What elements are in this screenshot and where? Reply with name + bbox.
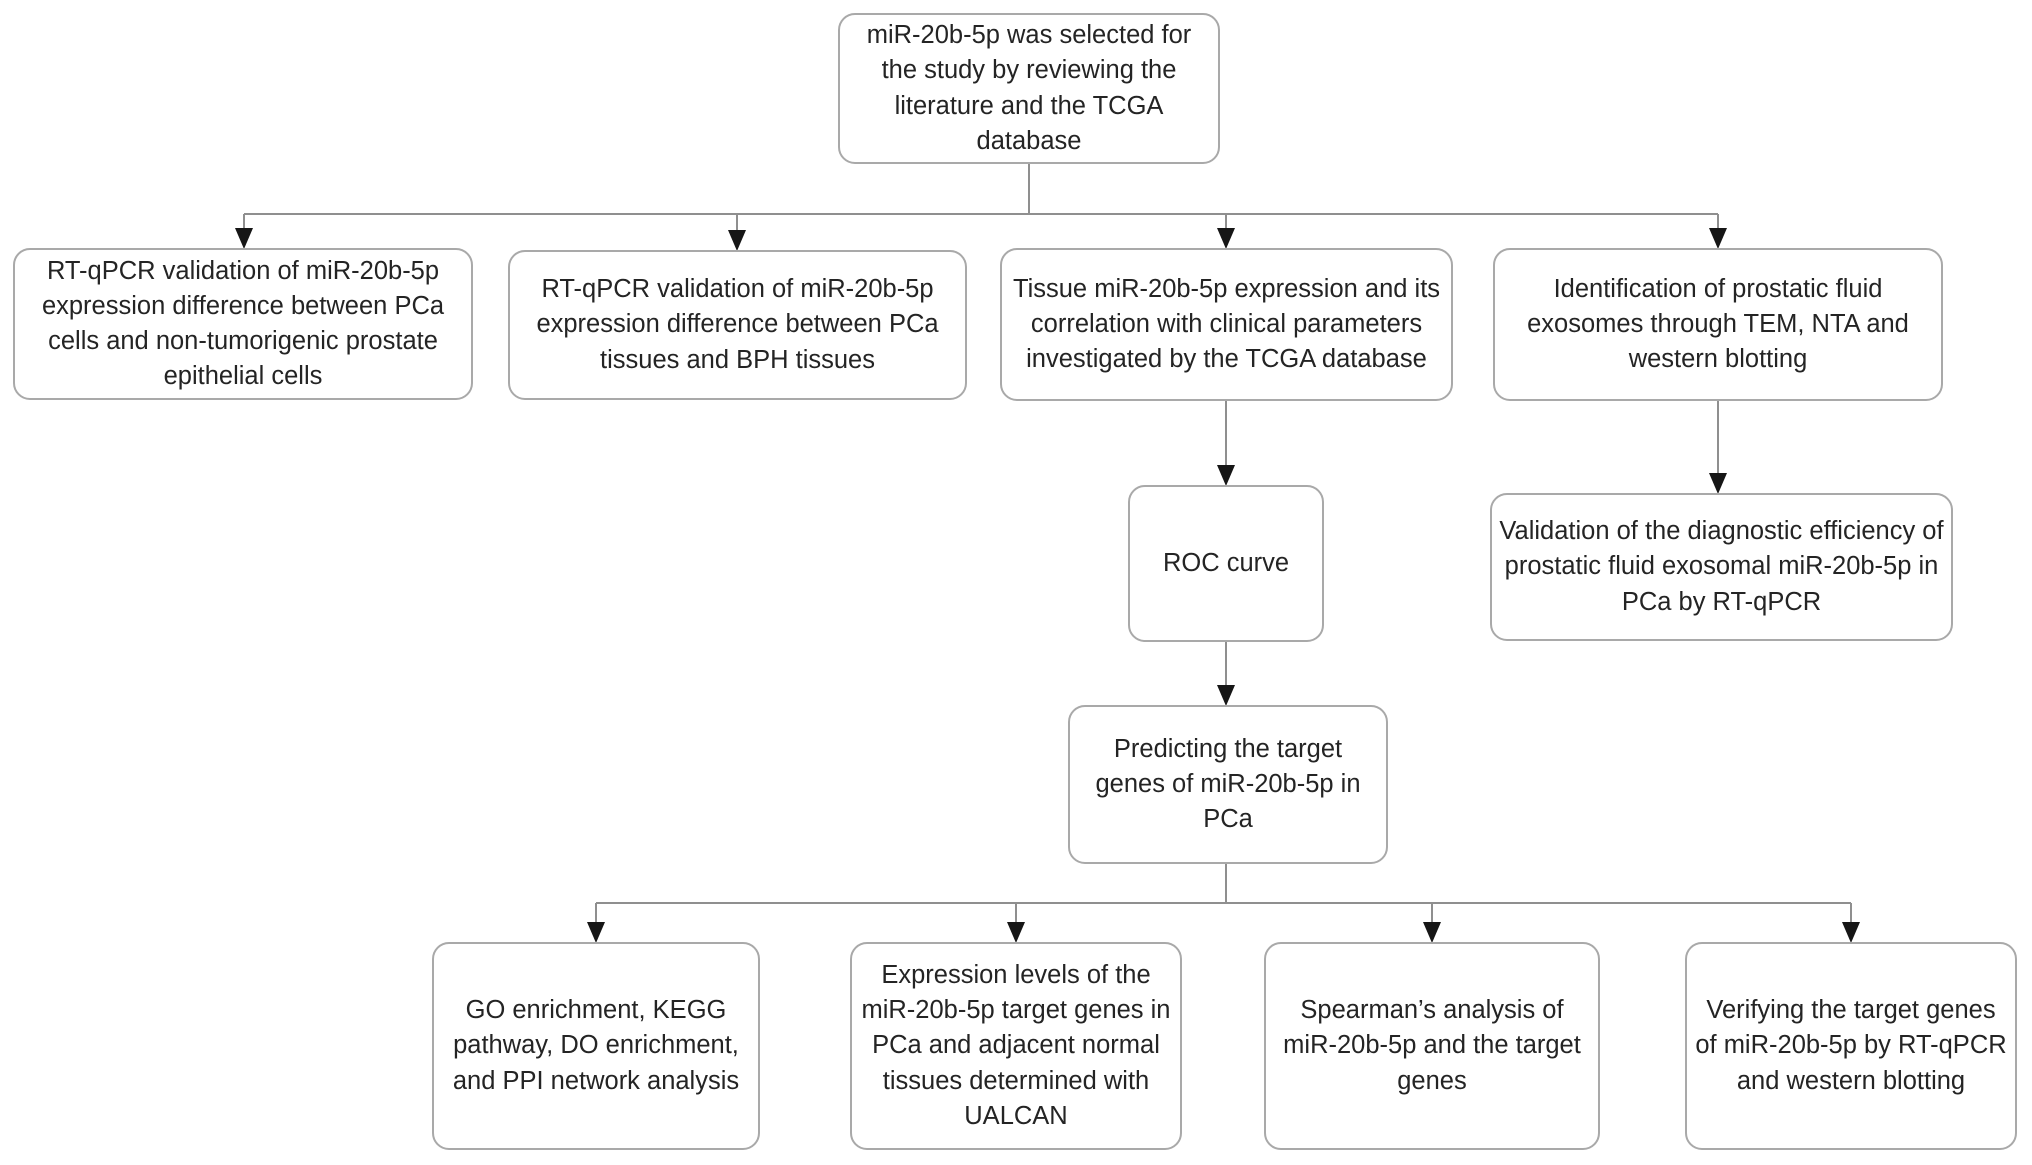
flow-node-spearman: Spearman’s analysis of miR-20b-5p and th… <box>1264 942 1600 1150</box>
arrowhead-spearman <box>1423 922 1441 943</box>
flow-node-roc-curve: ROC curve <box>1128 485 1324 642</box>
flow-node-verification: Verifying the target genes of miR-20b-5p… <box>1685 942 2017 1150</box>
flow-node-ualcan-label: Expression levels of the miR-20b-5p targ… <box>861 961 1171 1130</box>
flow-node-target-prediction-label: Predicting the target genes of miR-20b-5… <box>1095 734 1361 834</box>
flow-node-exosome-identification-label: Identification of prostatic fluid exosom… <box>1527 274 1909 374</box>
flow-node-enrichment-label: GO enrichment, KEGG pathway, DO enrichme… <box>452 996 740 1095</box>
flow-node-enrichment: GO enrichment, KEGG pathway, DO enrichme… <box>432 942 760 1150</box>
flow-node-root-label: miR-20b-5p was selected for the study by… <box>866 21 1192 155</box>
arrowhead-exosome-identification <box>1709 228 1727 249</box>
flow-node-roc-curve-label: ROC curve <box>1162 548 1290 577</box>
arrowhead-pca-bph <box>728 230 746 251</box>
flow-node-exosome-validation-label: Validation of the diagnostic efficiency … <box>1499 517 1944 616</box>
flow-node-target-prediction: Predicting the target genes of miR-20b-5… <box>1068 705 1388 864</box>
flow-node-pca-bph: RT-qPCR validation of miR-20b-5p express… <box>508 250 967 400</box>
flow-node-tcga-tissue-label: Tissue miR-20b-5p expression and its cor… <box>1012 274 1441 374</box>
flow-node-root: miR-20b-5p was selected for the study by… <box>838 13 1220 164</box>
flow-node-tcga-tissue: Tissue miR-20b-5p expression and its cor… <box>1000 248 1453 401</box>
arrowhead-tcga-tissue <box>1217 228 1235 249</box>
flow-node-pca-bph-label: RT-qPCR validation of miR-20b-5p express… <box>536 275 939 374</box>
flow-node-exosome-identification: Identification of prostatic fluid exosom… <box>1493 248 1943 401</box>
flow-node-ualcan: Expression levels of the miR-20b-5p targ… <box>850 942 1182 1150</box>
arrowhead-exosome-validation <box>1709 473 1727 494</box>
flow-node-verification-label: Verifying the target genes of miR-20b-5p… <box>1695 996 2007 1095</box>
arrowhead-roc-curve <box>1217 465 1235 486</box>
arrowhead-ualcan <box>1007 922 1025 943</box>
flow-node-pca-cells: RT-qPCR validation of miR-20b-5p express… <box>13 248 473 400</box>
arrowhead-enrichment <box>587 922 605 943</box>
flow-node-spearman-label: Spearman’s analysis of miR-20b-5p and th… <box>1283 996 1581 1095</box>
arrowhead-pca-cells <box>235 228 253 249</box>
arrowhead-target-prediction <box>1217 685 1235 706</box>
flow-node-pca-cells-label: RT-qPCR validation of miR-20b-5p express… <box>41 256 445 391</box>
flow-node-exosome-validation: Validation of the diagnostic efficiency … <box>1490 493 1953 641</box>
arrowhead-verification <box>1842 922 1860 943</box>
